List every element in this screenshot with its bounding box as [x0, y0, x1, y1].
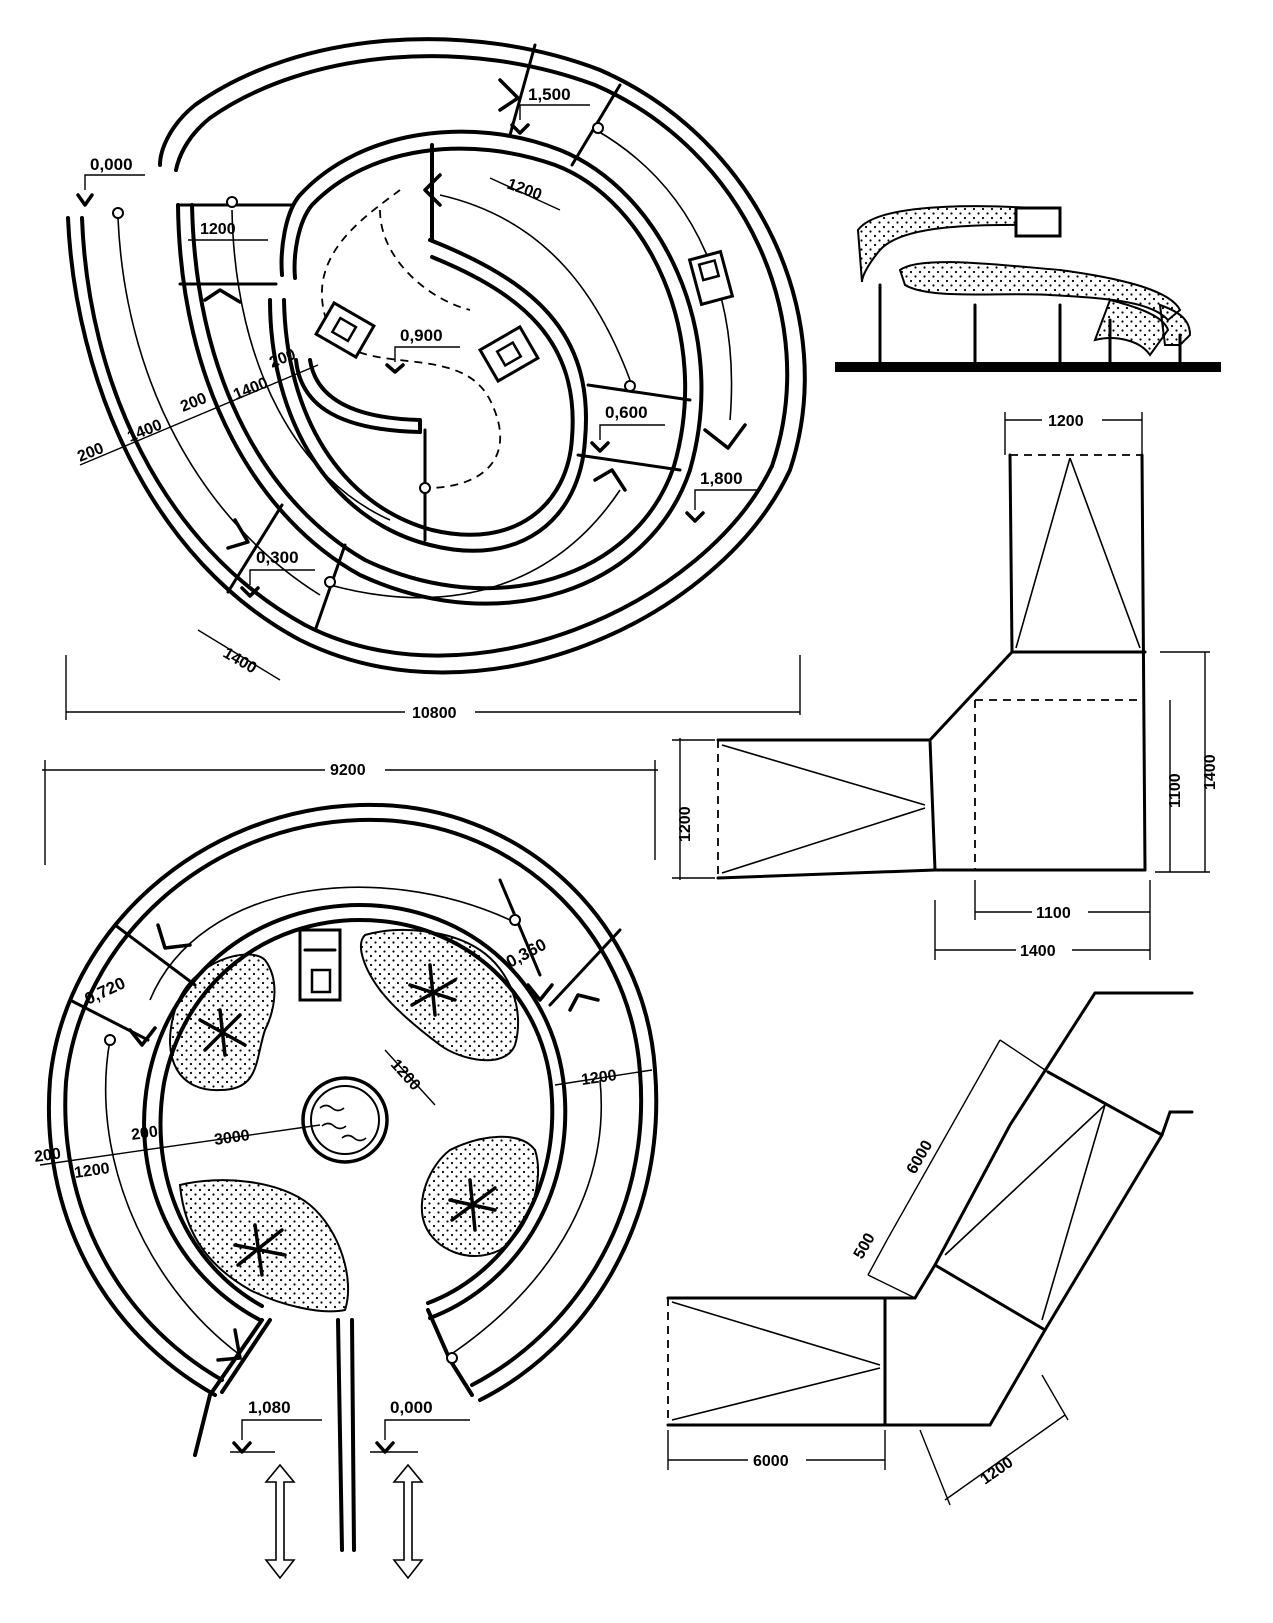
wheelchair-icon: [687, 249, 735, 307]
level-marker: 1,800: [685, 469, 760, 523]
svg-text:200: 200: [33, 1145, 62, 1166]
svg-text:0,900: 0,900: [400, 326, 443, 345]
level-marker: 0,000: [76, 155, 145, 207]
svg-text:9200: 9200: [330, 762, 366, 779]
svg-text:1400: 1400: [231, 375, 270, 404]
ramp-turn-b: 6000 500 6000 1200: [666, 991, 1194, 1506]
svg-text:1200: 1200: [200, 221, 236, 238]
level-marker: 0,720: [82, 973, 129, 1008]
entry-arrow-icon: [264, 1463, 296, 1580]
svg-text:200: 200: [75, 440, 106, 466]
spiral-ramp-plan: 0,000 1,500 0,900 0,600 1,800 0,300 200 …: [65, 37, 807, 722]
planting-bed: [420, 1135, 540, 1257]
svg-text:10800: 10800: [412, 705, 457, 722]
wheelchair-icon: [298, 928, 342, 1002]
wheelchair-icon: [478, 324, 540, 384]
svg-text:1200: 1200: [677, 806, 694, 842]
svg-text:1200: 1200: [505, 176, 544, 204]
svg-text:1,500: 1,500: [528, 85, 571, 104]
planting-bed: [178, 1179, 349, 1313]
svg-text:1200: 1200: [1048, 413, 1084, 430]
svg-text:1,080: 1,080: [248, 1398, 291, 1417]
svg-text:6000: 6000: [753, 1453, 789, 1470]
svg-text:1100: 1100: [1036, 905, 1071, 922]
ramp-perspective-sketch: [835, 205, 1221, 372]
svg-text:500: 500: [851, 1230, 879, 1262]
svg-text:1400: 1400: [125, 417, 164, 446]
svg-text:1200: 1200: [387, 1056, 424, 1094]
svg-text:0,000: 0,000: [90, 155, 133, 174]
svg-text:1400: 1400: [220, 645, 259, 678]
entry-arrow-icon: [392, 1463, 424, 1580]
svg-text:1400: 1400: [1202, 754, 1219, 790]
svg-text:0,720: 0,720: [82, 973, 129, 1008]
level-marker: 1,500: [510, 85, 590, 135]
svg-text:1200: 1200: [580, 1067, 618, 1089]
svg-text:1200: 1200: [73, 1160, 111, 1182]
circular-ramp-plan: 9200: [33, 758, 659, 1580]
ramp-turn-a: 1200 1200 1100 1400 1100: [672, 408, 1219, 960]
level-marker: 0,300: [240, 548, 315, 598]
svg-text:0,600: 0,600: [605, 403, 648, 422]
planting-bed: [360, 929, 520, 1062]
svg-text:0,000: 0,000: [390, 1398, 433, 1417]
level-marker: 0,600: [590, 403, 665, 453]
planting-bed: [169, 953, 276, 1092]
level-marker: 0,900: [385, 326, 460, 374]
svg-text:3000: 3000: [213, 1127, 251, 1149]
svg-text:1,800: 1,800: [700, 469, 743, 488]
svg-text:6000: 6000: [904, 1138, 937, 1177]
svg-text:1100: 1100: [1167, 773, 1184, 808]
svg-text:200: 200: [178, 390, 209, 416]
level-marker: 1,080: [230, 1398, 322, 1454]
svg-text:0,300: 0,300: [256, 548, 299, 567]
level-marker: 0,000: [370, 1398, 470, 1454]
svg-text:1400: 1400: [1020, 943, 1056, 960]
svg-text:200: 200: [130, 1123, 159, 1144]
wheelchair-icon: [314, 300, 376, 360]
svg-text:1200: 1200: [978, 1454, 1017, 1488]
